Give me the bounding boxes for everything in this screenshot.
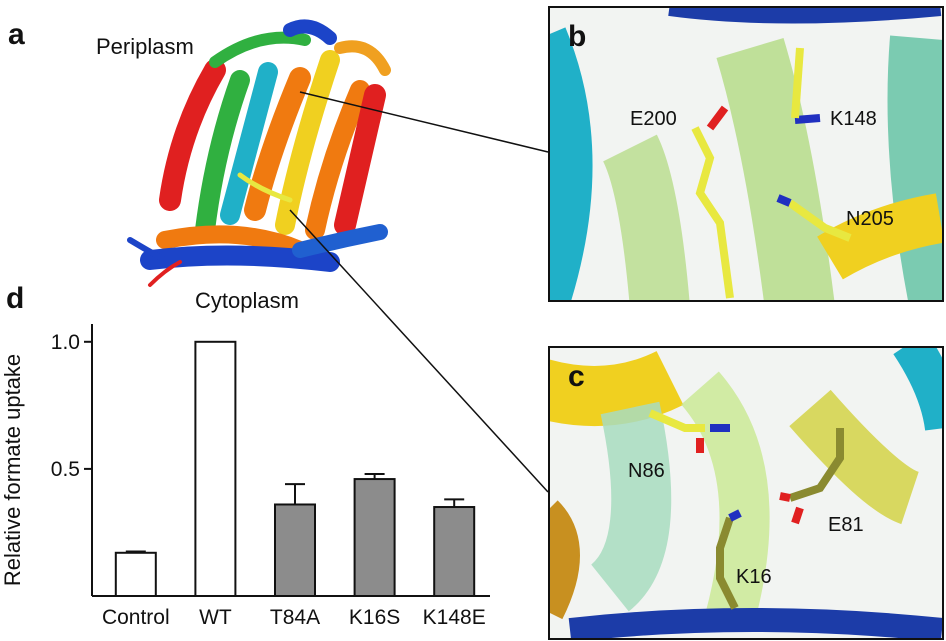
x-tick-label: T84A (270, 606, 320, 629)
x-tick-label: WT (199, 606, 232, 629)
panel-d-letter: d (6, 282, 25, 315)
residue-label-e81: E81 (828, 514, 864, 536)
y-axis-label: Relative formate uptake (0, 354, 25, 586)
residue-label-e200: E200 (630, 108, 677, 130)
residue-label-k148: K148 (830, 108, 877, 130)
panel-c-frame: c N86 E81 K16 (548, 346, 944, 640)
x-tick-label: K16S (349, 606, 400, 629)
bar-k16s (353, 478, 396, 598)
panel-c-image (550, 348, 942, 638)
panel-b-image (550, 8, 942, 300)
x-tick-label: K148E (423, 606, 486, 629)
panel-b-frame: b E200 K148 N205 (548, 6, 944, 302)
cytoplasm-label: Cytoplasm (195, 288, 299, 313)
bar-control (114, 551, 157, 597)
bar-t84a (274, 503, 316, 598)
bar-wt (194, 340, 237, 598)
periplasm-label: Periplasm (96, 34, 194, 59)
residue-label-k16: K16 (736, 566, 772, 588)
panel-a-letter: a (8, 18, 25, 51)
panel-b-letter: b (568, 20, 587, 53)
y-tick-label: 0.5 (51, 458, 80, 481)
y-tick-label: 1.0 (51, 331, 80, 354)
x-tick-label: Control (102, 606, 170, 629)
residue-label-n205: N205 (846, 208, 894, 230)
residue-label-n86: N86 (628, 460, 665, 482)
panel-c-letter: c (568, 360, 585, 393)
bar-k148e (433, 506, 476, 598)
